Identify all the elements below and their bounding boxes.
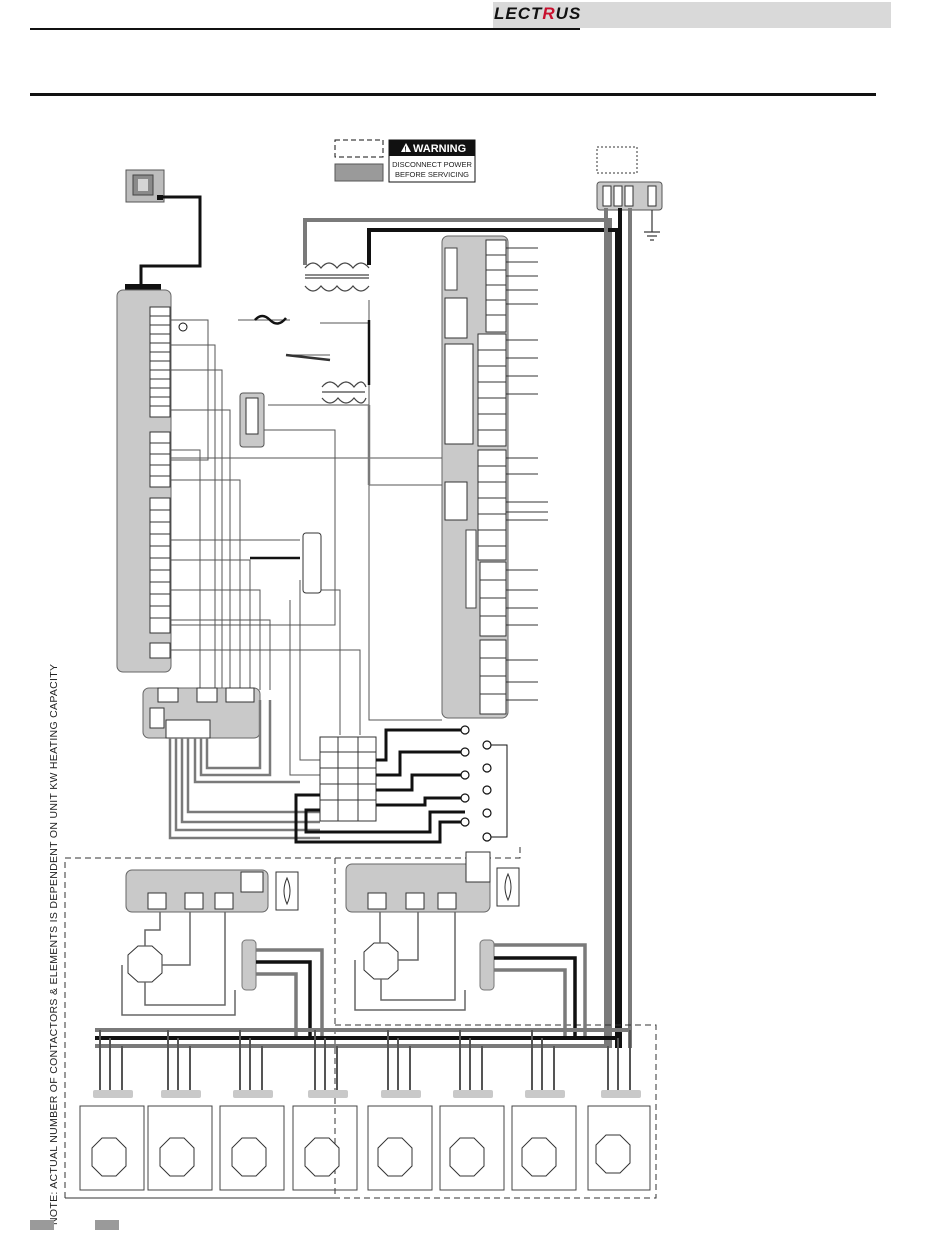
upper-element-wires [256,945,585,1040]
element-unit-7 [512,1030,576,1190]
svg-text:DISCONNECT POWER: DISCONNECT POWER [392,160,472,169]
element-unit-2 [148,1030,212,1190]
element-unit-8 [588,1030,650,1190]
module-board-left [126,870,268,912]
power-terminal-strip [597,147,662,210]
element-unit-4 [293,1030,357,1190]
left-control-board [117,290,187,672]
right-control-board [442,236,548,718]
svg-text:BEFORE SERVICING: BEFORE SERVICING [395,170,469,179]
fan-icon [276,872,298,910]
display-cable [141,197,200,284]
svg-text:WARNING: WARNING [413,143,466,155]
legend-factory-wiring-swatch [335,164,383,181]
central-contactor [320,737,376,821]
heating-element-upper-left [128,940,256,990]
legend-field-wiring-swatch [335,140,383,157]
relay-module [240,393,321,593]
heating-element-upper-right [364,940,494,990]
distribution-board [143,688,260,738]
control-wiring-heavy [250,316,369,558]
bottom-element-row [80,1030,650,1190]
footer-tab [95,1220,119,1230]
legend [335,140,383,181]
control-display-icon [126,170,164,202]
element-unit-1 [80,1030,144,1190]
tap-bus [491,745,507,837]
footer-tab [30,1220,54,1230]
ground-symbol-icon [644,210,660,240]
fan-icon [497,868,519,906]
capacity-note: NOTE: ACTUAL NUMBER OF CONTACTORS & ELEM… [48,664,60,1225]
contactor-taps [461,726,491,841]
element-unit-3 [220,1030,284,1190]
warning-label: ! WARNING DISCONNECT POWER BEFORE SERVIC… [389,140,475,182]
element-unit-6 [440,1030,504,1190]
transformer-lower [322,382,366,403]
transformer-upper [305,263,369,291]
svg-text:!: ! [404,147,406,154]
module-board-right [346,852,490,912]
element-unit-5 [368,1030,432,1190]
